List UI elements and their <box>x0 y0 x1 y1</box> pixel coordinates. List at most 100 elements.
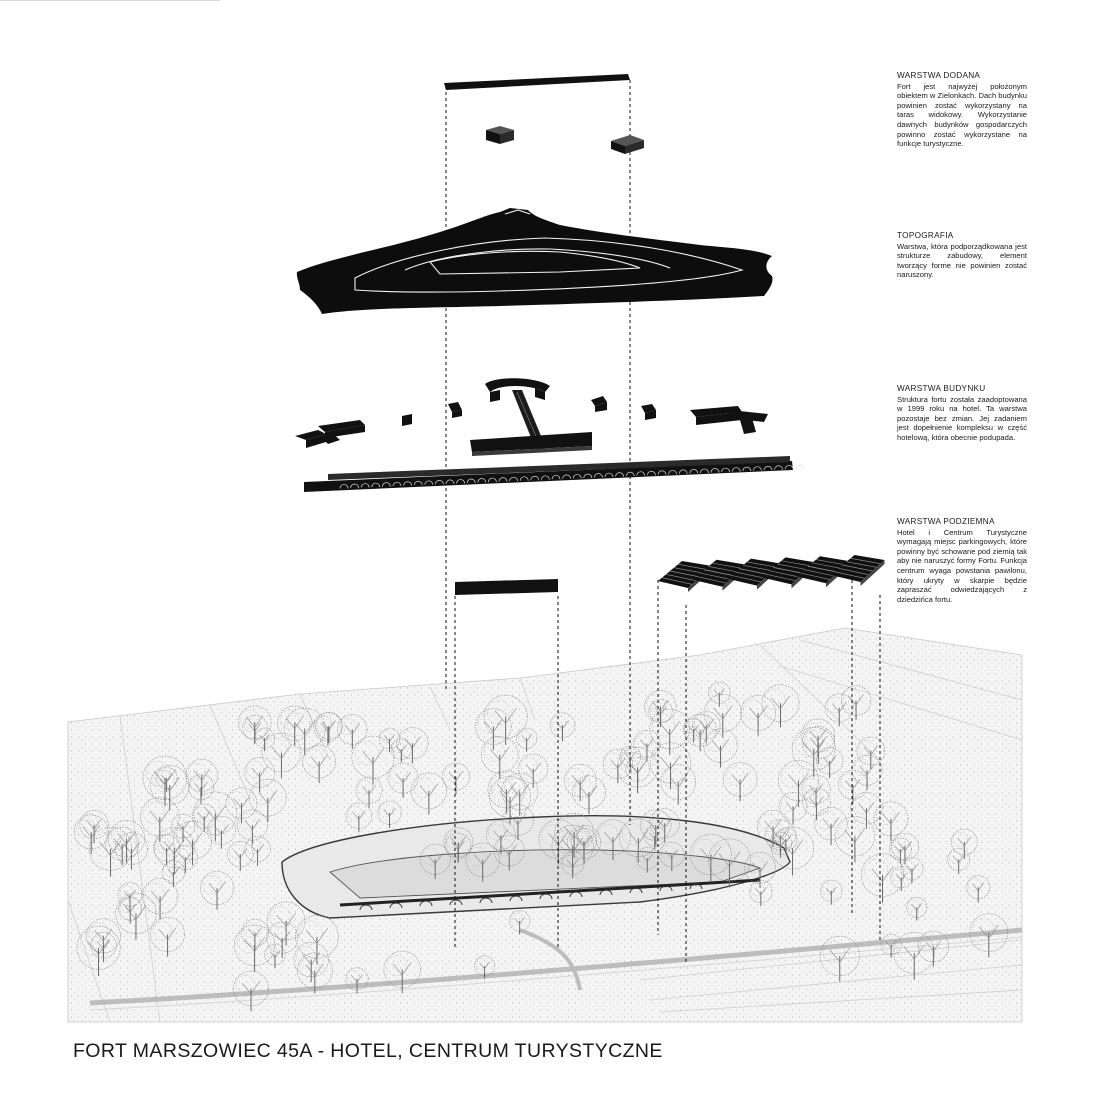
tree <box>485 820 516 855</box>
road <box>89 927 1023 1006</box>
tree <box>193 791 238 842</box>
tree <box>659 841 685 871</box>
tree <box>153 834 181 865</box>
tree <box>191 803 217 832</box>
tree <box>834 816 875 862</box>
tree <box>917 930 950 967</box>
tree <box>283 707 326 756</box>
tree <box>155 767 178 792</box>
tree <box>115 892 157 940</box>
note-warstwa-budynku: WARSTWA BUDYNKU Struktura fortu została … <box>897 384 1027 443</box>
tree <box>236 809 268 845</box>
tree <box>254 727 275 752</box>
rampart-wall <box>304 456 805 492</box>
field-strips <box>67 639 1023 1023</box>
tree <box>351 735 395 785</box>
parking-decks <box>658 555 885 592</box>
tree <box>79 810 109 844</box>
tree <box>778 792 808 825</box>
tree <box>563 764 597 802</box>
tree <box>481 736 519 779</box>
tree <box>906 896 928 921</box>
tree <box>501 773 539 816</box>
tree <box>233 924 276 972</box>
tree <box>572 775 606 814</box>
tree <box>856 736 886 770</box>
layer-topography <box>296 208 773 314</box>
tree <box>549 712 576 742</box>
tree <box>595 819 631 861</box>
note-topografia: TOPOGRAFIA Warstwa, która podporządkowan… <box>897 231 1027 280</box>
tree <box>108 820 146 863</box>
tree <box>708 681 731 707</box>
tree <box>761 684 800 728</box>
tree <box>396 727 429 764</box>
note-heading: WARSTWA DODANA <box>897 71 981 80</box>
tree <box>774 827 798 854</box>
tree <box>518 753 549 788</box>
tree <box>475 708 512 750</box>
tree <box>73 814 109 855</box>
tree <box>756 809 790 847</box>
note-text: Fort jest najwyżej położonym obiektem w … <box>897 81 1028 149</box>
tree <box>302 744 336 783</box>
tree <box>819 935 860 982</box>
tree <box>410 772 448 815</box>
tree <box>225 787 258 824</box>
tree <box>118 896 143 924</box>
tree <box>88 827 133 877</box>
tree <box>244 836 271 866</box>
tree <box>969 913 1009 958</box>
fort-arches <box>359 883 703 911</box>
tree <box>419 843 451 879</box>
note-warstwa-podziemna: WARSTWA PODZIEMNA Hotel i Centrum Turyst… <box>897 517 1027 604</box>
parking-deck <box>830 555 885 586</box>
tree <box>390 738 412 763</box>
tree <box>277 705 313 746</box>
tree <box>345 967 369 994</box>
tree <box>206 815 236 849</box>
tree <box>142 878 179 920</box>
tree-canopy <box>73 681 1009 1012</box>
tree <box>633 730 661 762</box>
outbuilding-left <box>486 126 514 144</box>
tree <box>293 941 329 983</box>
tree <box>377 800 402 829</box>
page-title: FORT MARSZOWIEC 45A - HOTEL, CENTRUM TUR… <box>73 1040 663 1062</box>
note-text: Hotel i Centrum Turystyczne wymagają mie… <box>897 527 1027 604</box>
tree <box>966 875 991 903</box>
barracks-block <box>470 432 592 456</box>
tree <box>150 917 185 957</box>
small-blocks <box>402 396 656 426</box>
note-heading: WARSTWA BUDYNKU <box>897 384 986 393</box>
tree <box>487 770 526 814</box>
tree <box>76 925 121 976</box>
tree <box>749 880 773 907</box>
tree <box>170 813 196 842</box>
tree <box>187 774 214 804</box>
tree <box>625 757 650 785</box>
tree <box>860 853 905 903</box>
tree <box>703 694 742 738</box>
tree <box>692 711 721 744</box>
note-text: Warstwa, która podporządkowana jest stru… <box>897 241 1027 280</box>
tree <box>483 694 528 745</box>
tree <box>947 848 971 874</box>
tree <box>516 727 538 752</box>
tree <box>880 933 902 958</box>
tree <box>296 952 333 994</box>
tree <box>142 755 188 807</box>
outbuilding-right <box>611 135 644 154</box>
tree <box>900 857 924 883</box>
layer-added <box>444 74 644 154</box>
note-text: Struktura fortu została zaadoptowana w 1… <box>897 394 1027 442</box>
tree <box>249 779 287 822</box>
tree <box>489 776 531 824</box>
tree <box>172 845 198 874</box>
tree <box>650 742 692 790</box>
terrain-outline <box>354 209 744 293</box>
tree <box>707 838 751 888</box>
roof-deck-slab <box>444 74 630 90</box>
tree <box>649 708 690 755</box>
tree <box>744 851 776 888</box>
